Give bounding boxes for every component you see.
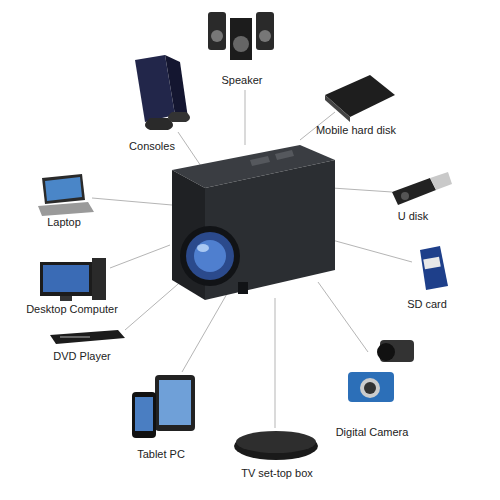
- device-label: Laptop: [47, 216, 81, 229]
- leader-lines: [92, 90, 412, 428]
- dvd-player-icon: [50, 330, 125, 344]
- sd-card-icon: [420, 246, 448, 290]
- set-top-box-icon: [234, 431, 318, 460]
- usb-icon: [392, 172, 452, 205]
- device-label: Tablet PC: [137, 448, 185, 461]
- hard-disk-icon: [325, 75, 395, 122]
- device-label: Digital Camera: [336, 426, 409, 439]
- device-label: DVD Player: [53, 350, 110, 363]
- device-label: Mobile hard disk: [316, 124, 396, 137]
- camera-icon: [348, 340, 414, 402]
- device-label: U disk: [398, 210, 429, 223]
- desktop-icon: [40, 258, 106, 301]
- device-label: Consoles: [129, 140, 175, 153]
- device-label: Desktop Computer: [26, 303, 118, 316]
- device-label: SD card: [407, 298, 447, 311]
- device-label: Speaker: [222, 74, 263, 87]
- device-label: TV set-top box: [241, 467, 313, 480]
- console-icon: [135, 55, 190, 130]
- laptop-icon: [38, 174, 94, 216]
- speaker-icon: [208, 12, 274, 60]
- projector: [172, 145, 335, 300]
- tablet-icon: [132, 375, 195, 438]
